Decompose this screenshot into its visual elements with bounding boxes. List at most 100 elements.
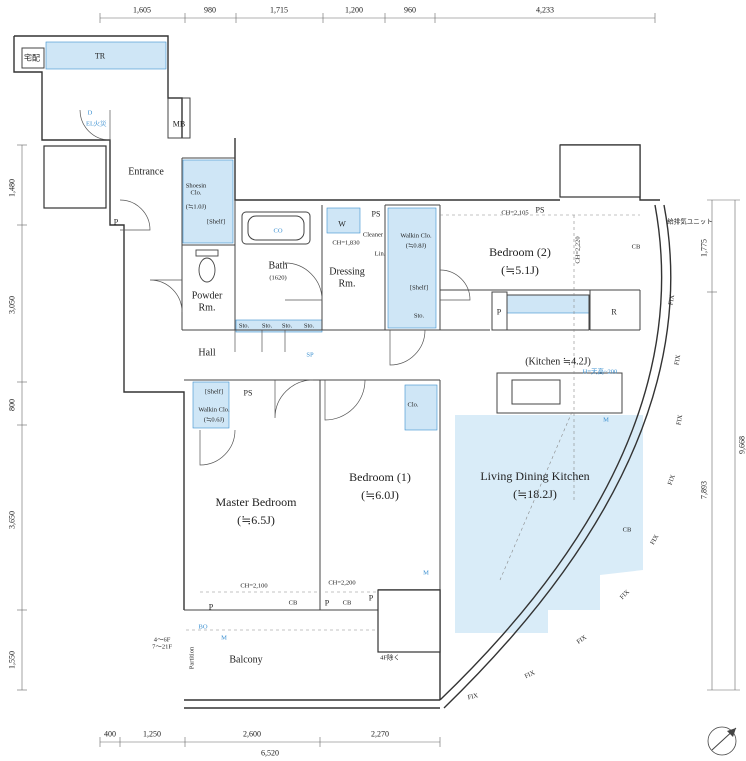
dim-right-3: 7,893 (699, 481, 709, 499)
room-master-size: (≒6.5J) (237, 513, 275, 528)
compass (707, 726, 737, 756)
storage-fills (45, 41, 590, 431)
dim-left-4: 3,650 (7, 511, 17, 529)
label-lin: Lin. (374, 250, 386, 258)
toilet (195, 249, 219, 283)
dim-top-2: 980 (204, 5, 216, 15)
dim-left-1: 1,480 (7, 179, 17, 197)
label-shelf-3: [Shelf] (409, 284, 429, 292)
label-ch2220: CH=2,220 (574, 236, 582, 264)
room-balcony: Balcony (229, 654, 263, 666)
dim-top-5: 960 (404, 5, 416, 15)
label-sto-closet: Sto. (413, 312, 425, 320)
room-bedroom1-size: (≒6.0J) (361, 488, 399, 503)
interior-walls (21, 47, 641, 611)
label-sto-1: Sto. (238, 322, 250, 330)
label-m-2: M (423, 569, 429, 577)
dim-top-1: 1,605 (133, 5, 151, 15)
dim-left-2: 3,050 (7, 296, 17, 314)
label-sto-4: Sto. (303, 322, 315, 330)
label-sp: SP (306, 351, 314, 359)
room-bedroom2-size: (≒5.1J) (501, 263, 539, 278)
label-partition: Partition (188, 646, 196, 670)
label-ps-1: PS (371, 209, 381, 219)
label-sto-2: Sto. (261, 322, 273, 330)
room-bedroom2: Bedroom (2) (489, 245, 551, 260)
label-ch2105: CH=2,105 (501, 209, 529, 217)
dim-left-5: 1,550 (7, 651, 17, 669)
dim-bottom-4: 2,270 (371, 729, 389, 739)
label-takuhai: 宅配 (24, 53, 40, 63)
label-p-balcony-1: P (208, 602, 214, 612)
label-m-1: M (221, 634, 227, 642)
label-walkin-master-size: (≒0.6J) (203, 416, 225, 424)
dimension-lines (17, 13, 740, 747)
label-shelf-1: [Shelf] (206, 218, 226, 226)
label-tr: TR (94, 51, 106, 61)
room-powder: Powder Rm. (191, 290, 223, 314)
label-kyuhaiki: 給排気ユニット (667, 218, 713, 226)
label-h2200: H=天高~200 (582, 368, 618, 376)
label-cb-3: CB (288, 599, 298, 607)
room-bath: Bath (268, 260, 288, 272)
label-ch2100-1: CH=2,100 (240, 582, 268, 590)
room-ldk-size: (≒18.2J) (513, 487, 557, 502)
label-ch1830: CH=1,830 (332, 239, 360, 247)
room-ldk: Living Dining Kitchen (480, 469, 590, 484)
room-kitchen: (Kitchen ≒4.2J) (525, 356, 591, 368)
dim-right-2: 9,668 (737, 436, 746, 454)
label-sto-3: Sto. (281, 322, 293, 330)
label-m-3: M (603, 416, 609, 424)
label-walkin-small-size: (≒0.8J) (405, 242, 427, 250)
room-bath-size: (1620) (269, 274, 287, 282)
dim-bottom-2: 1,250 (143, 729, 161, 739)
label-d: D (87, 109, 93, 117)
label-ch2200: CH=2,200 (328, 579, 356, 587)
label-p-balcony-2: P (324, 598, 330, 608)
room-dressing: Dressing Rm. (329, 266, 365, 290)
label-shoesin: Shoesin Clo. (185, 182, 207, 197)
dim-top-3: 1,715 (270, 5, 288, 15)
dim-top-6: 4,233 (536, 5, 554, 15)
room-master: Master Bedroom (215, 495, 297, 510)
label-clo: Clo. (407, 401, 419, 409)
kitchen-counters (491, 291, 623, 414)
room-bedroom1: Bedroom (1) (349, 470, 411, 485)
label-el: EL (86, 120, 94, 128)
label-walkin-master: Walkin Clo. (198, 406, 230, 414)
dim-top-4: 1,200 (345, 5, 363, 15)
label-ps-2: PS (243, 388, 253, 398)
bathtub (241, 211, 311, 245)
dim-left-3: 800 (7, 399, 17, 411)
ceiling-lines (186, 214, 640, 631)
label-cleaner: Cleaner (362, 231, 384, 239)
dim-bottom-1: 400 (104, 729, 116, 739)
room-entrance: Entrance (128, 166, 164, 178)
label-cb-1: CB (631, 243, 641, 251)
label-p-kitchen: P (496, 307, 502, 317)
label-p-balcony-3: P (368, 593, 374, 603)
label-bo: BO (198, 623, 208, 631)
door-swings (79, 109, 471, 466)
label-ps-3: PS (535, 205, 545, 215)
label-fire: 火災 (93, 120, 107, 128)
label-floor-note: 4～6F 7～21F (152, 636, 172, 651)
room-hall: Hall (198, 347, 216, 359)
dim-bottom-total: 6,520 (261, 748, 279, 758)
dim-bottom-3: 2,600 (243, 729, 261, 739)
label-mb: MB (172, 119, 186, 129)
label-co: CO (273, 227, 283, 235)
label-cb-4: CB (342, 599, 352, 607)
label-walkin-small: Walkin Clo. (400, 232, 432, 240)
label-shoesin-size: (≒1.0J) (185, 203, 207, 211)
label-p-entrance: P (113, 217, 119, 227)
dim-right-1: 1,775 (699, 239, 709, 257)
label-kf4: 4F除く (380, 654, 400, 662)
label-cb-2: CB (622, 526, 632, 534)
label-r: R (611, 307, 617, 317)
ldk-highlight (455, 415, 643, 633)
label-shelf-2: [Shelf] (204, 388, 224, 396)
label-w: W (338, 219, 346, 229)
structural-columns (43, 144, 641, 653)
